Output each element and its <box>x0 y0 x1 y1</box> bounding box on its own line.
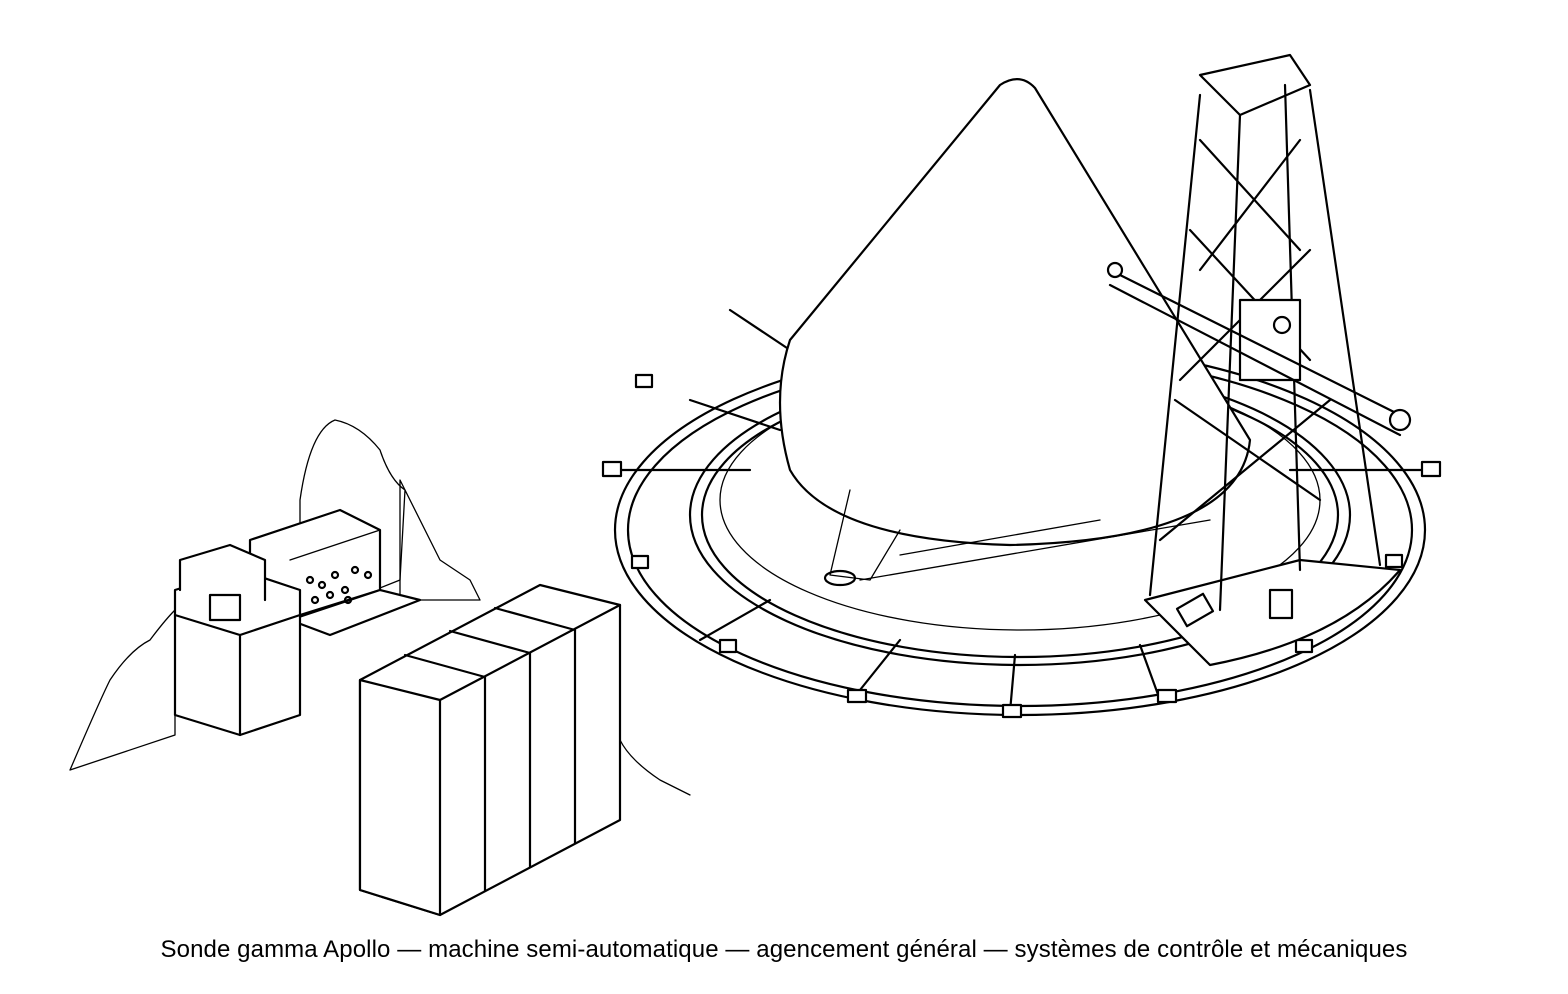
control-console <box>69 419 691 796</box>
probe-tower <box>1106 53 1412 628</box>
apollo-capsule-cone <box>778 78 1252 587</box>
electronics-cabinets <box>358 583 622 917</box>
figure-caption: Sonde gamma Apollo — machine semi-automa… <box>160 936 1408 963</box>
